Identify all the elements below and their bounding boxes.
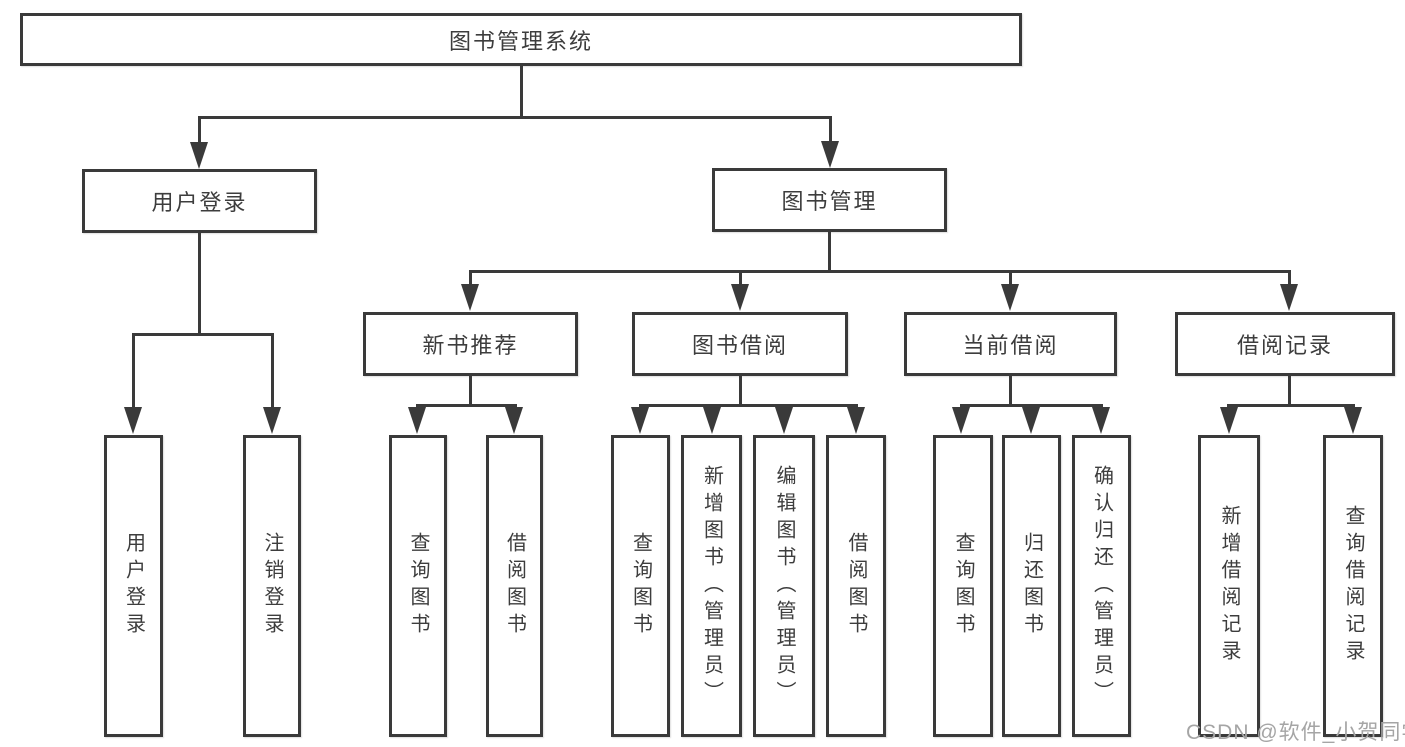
leaf-return-books: 归还图书: [1002, 435, 1061, 737]
connector-stub: [1288, 376, 1291, 407]
arrowhead-section: [731, 284, 749, 311]
node-book-management: 图书管理: [712, 168, 947, 232]
connector-book-mgmt-stem: [829, 116, 832, 144]
connector-leaf-stem: [132, 333, 135, 411]
leaf-add-books-admin: 新增图书（管理员）: [681, 435, 742, 737]
leaf-label: 编辑图书（管理员）: [773, 464, 795, 708]
leaf-add-borrow-record: 新增借阅记录: [1198, 435, 1260, 737]
arrowhead-leaf: [1092, 407, 1110, 434]
leaf-label: 新增借阅记录: [1218, 505, 1240, 667]
leaf-query-books-borrow: 查询图书: [611, 435, 670, 737]
leaf-label: 注销登录: [261, 532, 283, 640]
arrowhead-leaf: [952, 407, 970, 434]
node-new-book-recommend: 新书推荐: [363, 312, 578, 376]
connector-hline: [1227, 404, 1355, 407]
connector-section-stem: [739, 270, 742, 288]
leaf-label: 用户登录: [122, 532, 145, 640]
connector-stub: [739, 376, 742, 407]
leaf-label: 查询图书: [407, 532, 429, 640]
arrowhead-leaf: [263, 407, 281, 434]
node-user-login: 用户登录: [82, 169, 317, 233]
connector-book-mgmt-down: [828, 232, 831, 273]
arrowhead-leaf: [703, 407, 721, 434]
arrowhead-leaf: [408, 407, 426, 434]
arrowhead-leaf: [1220, 407, 1238, 434]
node-library-management-system: 图书管理系统: [20, 13, 1022, 66]
arrowhead-leaf: [505, 407, 523, 434]
connector-section-stem: [469, 270, 472, 288]
leaf-label: 确认归还（管理员）: [1090, 464, 1113, 708]
node-borrow-records: 借阅记录: [1175, 312, 1395, 376]
leaf-label: 借阅图书: [503, 532, 526, 640]
arrowhead-leaf: [124, 407, 142, 434]
leaf-query-books-recommend: 查询图书: [389, 435, 447, 737]
leaf-edit-books-admin: 编辑图书（管理员）: [753, 435, 815, 737]
node-current-borrow: 当前借阅: [904, 312, 1117, 376]
connector-user-login-hline: [132, 333, 274, 336]
leaf-borrow-books: 借阅图书: [826, 435, 886, 737]
connector-leaf-stem: [271, 333, 274, 411]
leaf-borrow-books-recommend: 借阅图书: [486, 435, 543, 737]
arrowhead-section: [1280, 284, 1298, 311]
connector-root-stub: [520, 66, 523, 118]
arrowhead-leaf: [847, 407, 865, 434]
connector-stub: [1009, 375, 1012, 407]
leaf-label: 新增图书（管理员）: [700, 464, 723, 708]
leaf-label: 查询图书: [629, 532, 652, 640]
leaf-user-login: 用户登录: [104, 435, 163, 737]
connector-user-login-stem: [198, 116, 201, 144]
arrowhead-section: [1001, 284, 1019, 311]
connector-hline: [639, 404, 858, 407]
connector-section-stem: [1288, 270, 1291, 288]
node-book-borrow: 图书借阅: [632, 312, 848, 376]
arrowhead-leaf: [631, 407, 649, 434]
leaf-label: 借阅图书: [845, 532, 867, 640]
arrowhead-leaf: [1022, 407, 1040, 434]
leaf-confirm-return-admin: 确认归还（管理员）: [1072, 435, 1131, 737]
arrowhead-book-mgmt: [821, 141, 839, 168]
connector-book-mgmt-hline: [469, 270, 1291, 273]
arrowhead-user-login: [190, 142, 208, 169]
leaf-query-books-current: 查询图书: [933, 435, 993, 737]
leaf-label: 归还图书: [1020, 532, 1043, 640]
arrowhead-leaf: [1344, 407, 1362, 434]
connector-hline: [960, 404, 1103, 407]
connector-hline: [416, 404, 517, 407]
leaf-query-borrow-record: 查询借阅记录: [1323, 435, 1383, 737]
leaf-label: 查询图书: [952, 532, 974, 640]
connector-stub: [469, 376, 472, 407]
connector-section-stem: [1009, 270, 1012, 288]
arrowhead-section: [461, 284, 479, 311]
connector-root-hline: [198, 116, 832, 119]
csdn-watermark: CSDN @软件_小贺同学: [1186, 721, 1405, 744]
leaf-label: 查询借阅记录: [1342, 505, 1364, 667]
leaf-logout: 注销登录: [243, 435, 301, 737]
arrowhead-leaf: [775, 407, 793, 434]
connector-user-login-down: [198, 233, 201, 336]
